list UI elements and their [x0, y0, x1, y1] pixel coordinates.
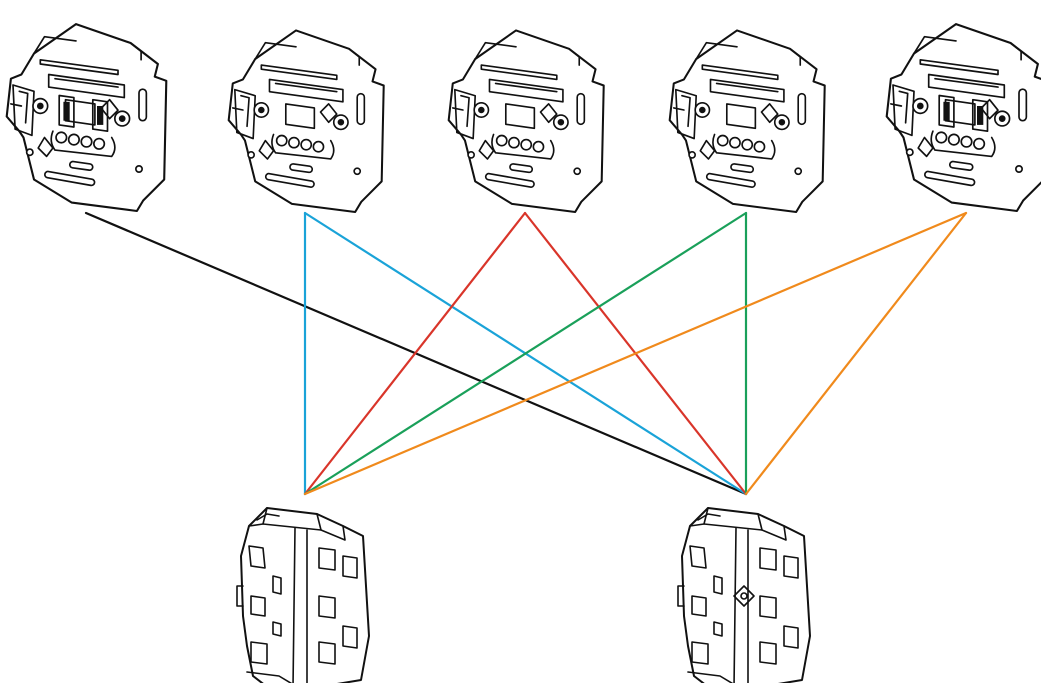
- module-row: [236, 507, 810, 683]
- connection-insert-5-to-module-1: [303, 211, 968, 496]
- connection-lines: [84, 211, 968, 496]
- connection-insert-4-to-module-1: [303, 211, 748, 496]
- insert-device-2: [227, 29, 385, 214]
- insert-device-3: [447, 29, 605, 214]
- insert-device-1: [7, 24, 167, 211]
- connection-insert-5-to-module-2: [744, 211, 968, 496]
- insert-device-5: [887, 24, 1041, 211]
- connection-insert-3-to-module-1: [303, 211, 527, 496]
- insert-row: [7, 24, 1041, 214]
- module-device-1: [236, 507, 370, 683]
- module-device-2: [678, 508, 810, 683]
- insert-device-4: [668, 29, 826, 214]
